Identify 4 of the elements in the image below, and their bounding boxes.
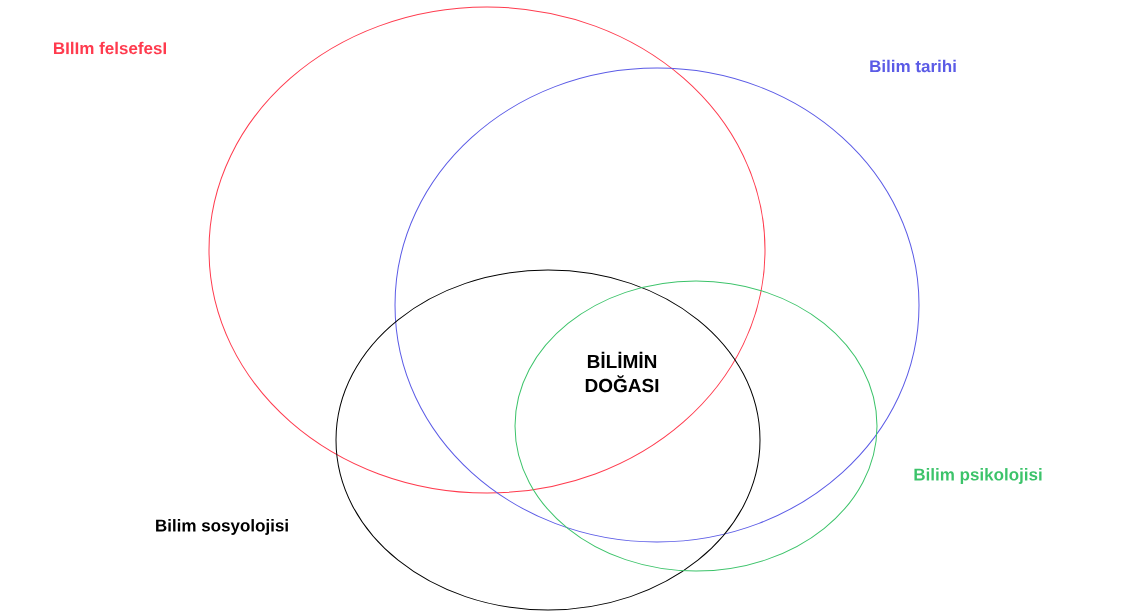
node-label: Bilim psikolojisi — [914, 468, 1042, 484]
center-label: BİLİMİN DOĞASI — [585, 351, 659, 393]
node-label: BIlIm felsefesI — [53, 41, 167, 55]
node-label: Bilim sosyolojisi — [156, 519, 288, 535]
